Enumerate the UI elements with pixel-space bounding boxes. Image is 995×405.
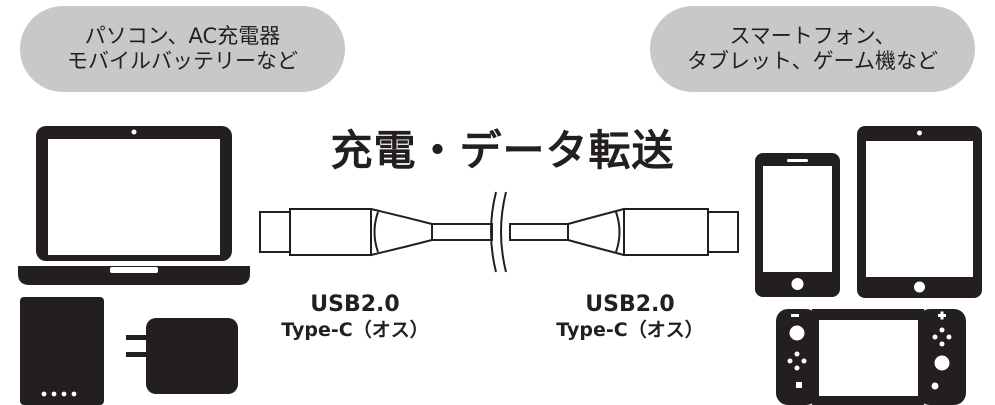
smartphone-icon: [755, 153, 840, 297]
left-connector-label: USB2.0 Type-C（オス）: [270, 292, 440, 342]
target-devices-line1: スマートフォン、: [729, 24, 896, 48]
diagram-title: 充電・データ転送: [330, 126, 675, 175]
source-devices-line2: モバイルバッテリーなど: [67, 49, 298, 73]
ac-charger-icon: [126, 318, 238, 394]
game-console-icon: [776, 309, 966, 405]
source-devices-bubble: パソコン、AC充電器 モバイルバッテリーなど: [20, 6, 345, 92]
left-connector-standard: USB2.0: [310, 292, 400, 317]
laptop-icon: [18, 126, 250, 285]
target-devices-line2: タブレット、ゲーム機など: [687, 49, 938, 73]
right-connector-standard: USB2.0: [585, 292, 675, 317]
usb-c-connector-left: [259, 207, 493, 257]
source-devices-line1: パソコン、AC充電器: [84, 24, 281, 48]
tablet-icon: [857, 126, 982, 298]
right-connector-label: USB2.0 Type-C（オス）: [545, 292, 715, 342]
usb-c-connector-right: [509, 207, 739, 257]
right-connector-type: Type-C（オス）: [556, 319, 704, 341]
mobile-battery-icon: [20, 297, 104, 405]
cable-break-mark: [490, 191, 507, 273]
left-connector-type: Type-C（オス）: [281, 319, 429, 341]
target-devices-bubble: スマートフォン、 タブレット、ゲーム機など: [650, 6, 975, 92]
